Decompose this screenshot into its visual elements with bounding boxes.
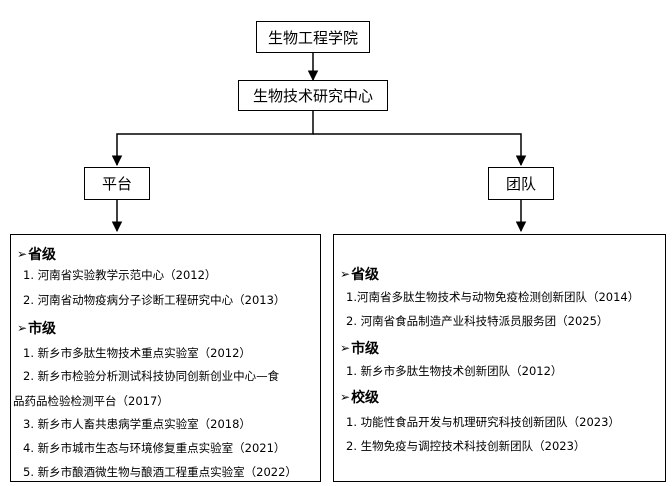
list-item: 1. 功能性食品开发与机理研究科技创新团队（2023）: [346, 415, 620, 429]
list-item: 品药品检验检测平台（2017）: [13, 394, 169, 408]
list-item: 1. 新乡市多肽生物技术创新团队（2012）: [346, 364, 563, 378]
arrow-bullet-icon: ➢: [340, 390, 351, 404]
section-provincial: ➢ 省级: [17, 247, 57, 263]
node-college: 生物工程学院: [256, 21, 370, 53]
arrow-bullet-icon: ➢: [17, 247, 28, 261]
arrow-bullet-icon: ➢: [340, 267, 351, 281]
section-school: ➢ 校级: [340, 390, 380, 406]
platform-panel: ➢ 省级 1. 河南省实验教学示范中心（2012） 2. 河南省动物疫病分子诊断…: [10, 234, 321, 482]
node-team: 团队: [488, 167, 554, 200]
list-item: 2. 生物免疫与调控技术科技创新团队（2023）: [346, 439, 586, 453]
section-municipal: ➢ 市级: [340, 341, 380, 357]
team-panel: ➢ 省级 1.河南省多肽生物技术与动物免疫检测创新团队（2014） 2. 河南省…: [333, 234, 666, 482]
list-item: 4. 新乡市城市生态与环境修复重点实验室（2021）: [23, 441, 286, 455]
list-item: 2. 新乡市检验分析测试科技协同创新创业中心—食: [23, 369, 280, 383]
list-item: 1. 新乡市多肽生物技术重点实验室（2012）: [23, 346, 251, 360]
node-platform: 平台: [84, 167, 150, 200]
arrow-bullet-icon: ➢: [340, 341, 351, 355]
list-item: 2. 河南省食品制造产业科技特派员服务团（2025）: [346, 314, 609, 328]
list-item: 3. 新乡市人畜共患病学重点实验室（2018）: [23, 417, 251, 431]
list-item: 2. 河南省动物疫病分子诊断工程研究中心（2013）: [23, 293, 286, 307]
list-item: 5. 新乡市酿酒微生物与酿酒工程重点实验室（2022）: [23, 465, 297, 479]
branch-line: [111, 111, 314, 167]
section-provincial: ➢ 省级: [340, 267, 380, 283]
arrow-bullet-icon: ➢: [17, 321, 28, 335]
section-municipal: ➢ 市级: [17, 321, 57, 337]
node-research-center: 生物技术研究中心: [238, 80, 388, 111]
list-item: 1.河南省多肽生物技术与动物免疫检测创新团队（2014）: [346, 290, 640, 304]
list-item: 1. 河南省实验教学示范中心（2012）: [23, 268, 217, 282]
